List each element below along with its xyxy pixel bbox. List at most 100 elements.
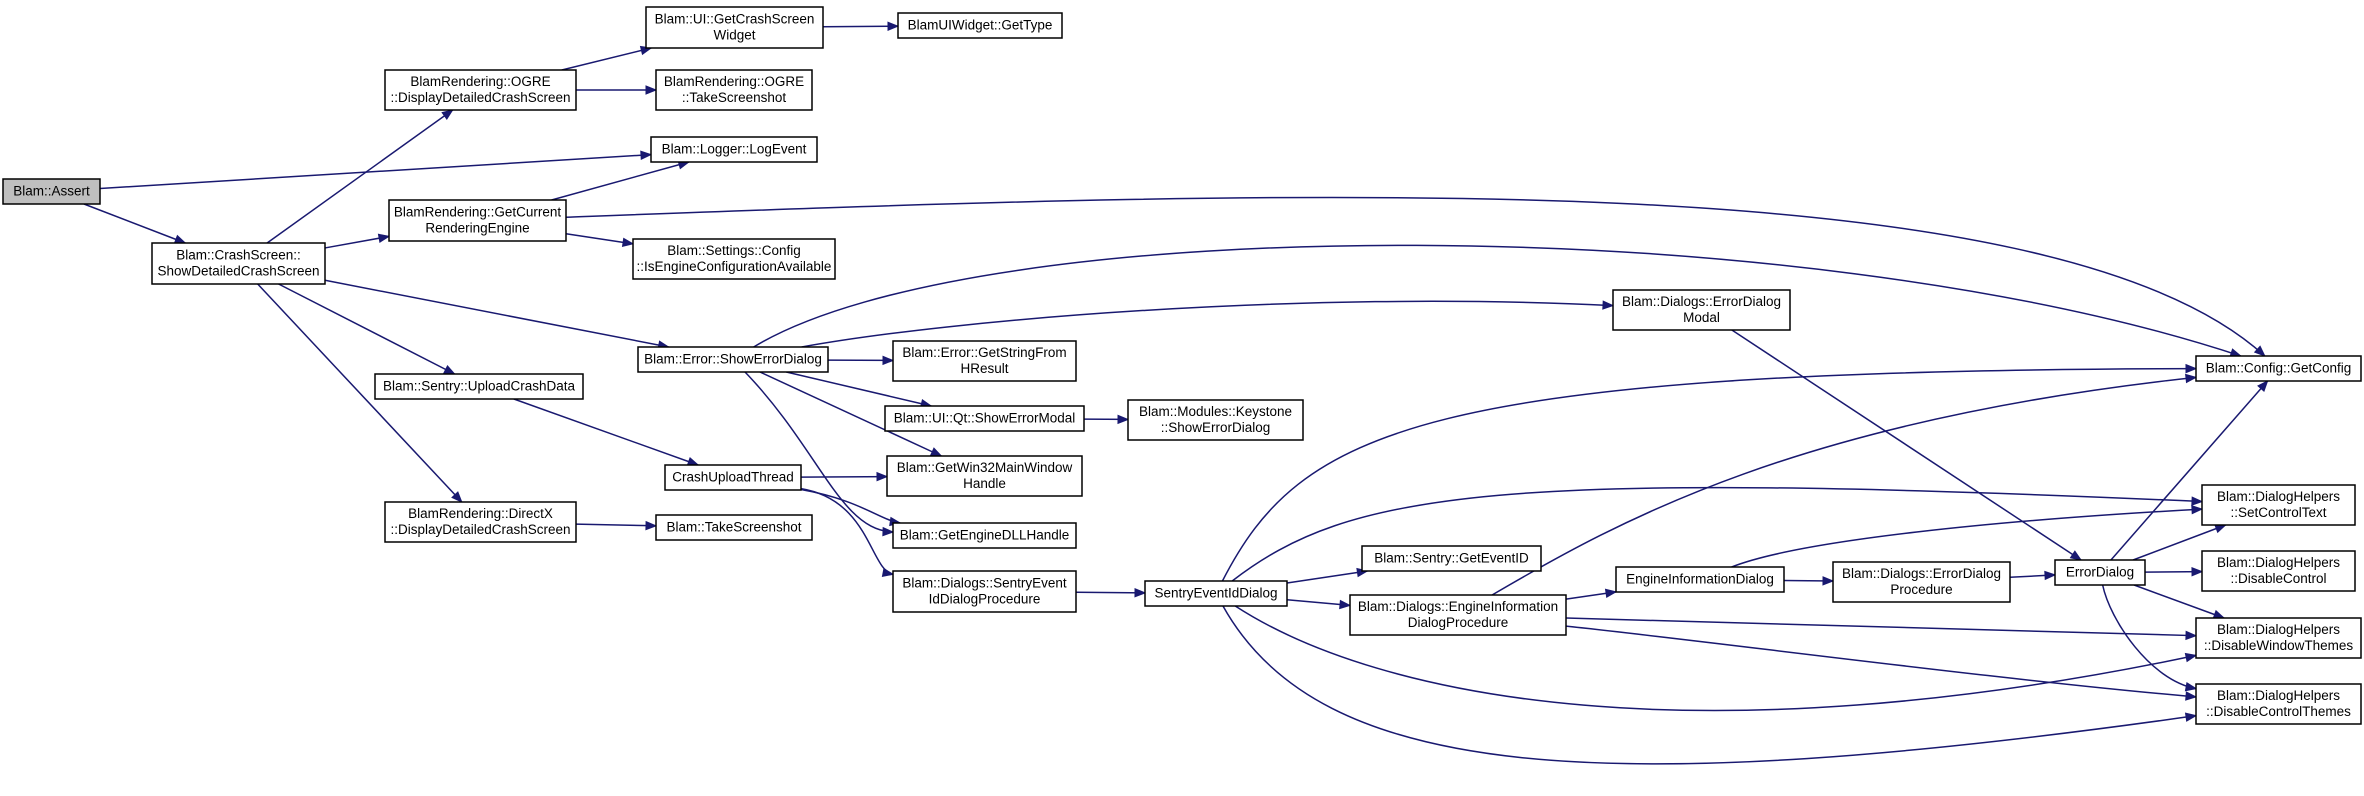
node-box[interactable] [2195,683,2362,725]
node-box[interactable] [2201,484,2356,526]
node-box[interactable] [1144,580,1288,607]
node-box[interactable] [374,373,584,400]
node-sentry_upload[interactable]: Blam::Sentry::UploadCrashData [374,373,584,400]
node-box[interactable] [884,405,1085,432]
node-box[interactable] [2201,550,2356,592]
node-box[interactable] [892,522,1077,549]
edge-sentryiddialog-to-disablewindowthemes [1234,605,2198,712]
node-box[interactable] [1127,399,1304,441]
edge-dx_display-to-takescreenshot [575,520,658,531]
node-box[interactable] [1832,561,2011,603]
node-widget_gettype[interactable]: BlamUIWidget::GetType [897,12,1063,39]
node-dllhandle[interactable]: Blam::GetEngineDLLHandle [892,522,1077,549]
edge-sentry_upload-to-crashupload [513,398,700,466]
node-label: Blam::DialogHelpers [2217,555,2340,570]
edge-arrowhead [881,567,895,578]
node-crashscreen[interactable]: Blam::CrashScreen::ShowDetailedCrashScre… [151,242,326,285]
node-box[interactable] [632,238,836,280]
node-box[interactable] [151,242,326,285]
node-box[interactable] [1361,545,1542,572]
node-box[interactable] [384,501,577,543]
node-label: Modal [1683,310,1720,325]
node-box[interactable] [892,570,1077,613]
node-qt_showerror[interactable]: Blam::UI::Qt::ShowErrorModal [884,405,1085,432]
edge-line [99,153,652,190]
node-box[interactable] [664,464,802,491]
edge-assert-to-logger [99,150,653,190]
node-sentryevent_proc[interactable]: Blam::Dialogs::SentryEventIdDialogProced… [892,570,1077,613]
edge-arrowhead [441,109,454,120]
node-box[interactable] [655,514,813,541]
node-box[interactable] [897,12,1063,39]
node-box[interactable] [388,199,567,242]
node-box[interactable] [650,136,818,163]
node-ogre_screenshot[interactable]: BlamRendering::OGRE::TakeScreenshot [655,69,813,111]
edge-crashscreen-to-showerrordialog [324,279,670,350]
edge-arrowhead [2185,630,2198,641]
node-label: CrashUploadThread [672,470,794,485]
node-setcontroltext[interactable]: Blam::DialogHelpers::SetControlText [2201,484,2356,526]
node-box[interactable] [384,69,577,111]
node-assert[interactable]: Blam::Assert [2,178,101,205]
edge-line [1231,486,2203,582]
node-label: BlamRendering::OGRE [664,74,804,89]
node-crashupload[interactable]: CrashUploadThread [664,464,802,491]
node-box[interactable] [637,346,829,373]
node-box[interactable] [886,455,1083,497]
edge-arrowhead [2191,496,2204,506]
edge-arrowhead [876,471,889,482]
node-errordialog[interactable]: ErrorDialog [2054,559,2146,586]
node-box[interactable] [1349,594,1567,636]
node-disablecontrol[interactable]: Blam::DialogHelpers::DisableControl [2201,550,2356,592]
node-box[interactable] [645,6,824,49]
node-takescreenshot[interactable]: Blam::TakeScreenshot [655,514,813,541]
node-label: ShowDetailedCrashScreen [157,264,319,279]
edge-sentryiddialog-to-geteventid [1286,567,1369,584]
node-disablecontrolthemes[interactable]: Blam::DialogHelpers::DisableControlTheme… [2195,683,2362,725]
node-box[interactable] [2,178,101,205]
node-getconfig[interactable]: Blam::Config::GetConfig [2195,355,2362,382]
node-enginfo_proc[interactable]: Blam::Dialogs::EngineInformationDialogPr… [1349,594,1567,636]
edge-getrenderengine-to-settings_config [565,233,635,247]
node-box[interactable] [1612,289,1791,331]
edge-line [822,25,899,28]
edge-errordialog-to-disablecontrolthemes [2101,584,2198,692]
node-sentryiddialog[interactable]: SentryEventIdDialog [1144,580,1288,607]
node-box[interactable] [2195,617,2362,659]
edge-line [324,279,669,348]
edge-ui_getcrash-to-widget_gettype [822,21,900,31]
node-settings_config[interactable]: Blam::Settings::Config::IsEngineConfigur… [632,238,836,280]
node-box[interactable] [2054,559,2146,586]
node-label: Blam::Dialogs::ErrorDialog [1622,294,1781,309]
edge-arrowhead [1602,300,1615,310]
node-enginfodialog[interactable]: EngineInformationDialog [1615,566,1785,593]
node-label: ::DisableControl [2230,571,2326,586]
node-label: Handle [963,476,1006,491]
edge-line [2101,584,2197,690]
node-showerrordialog[interactable]: Blam::Error::ShowErrorDialog [637,346,829,373]
node-box[interactable] [2195,355,2362,382]
node-logger[interactable]: Blam::Logger::LogEvent [650,136,818,163]
node-label: Blam::Dialogs::ErrorDialog [1842,566,2001,581]
node-label: ::IsEngineConfigurationAvailable [637,259,832,274]
node-box[interactable] [892,340,1077,382]
node-disablewindowthemes[interactable]: Blam::DialogHelpers::DisableWindowThemes [2195,617,2362,659]
edge-line [2132,524,2226,561]
edge-errordialog-to-disablecontrol [2144,566,2204,577]
node-dx_display[interactable]: BlamRendering::DirectX::DisplayDetailedC… [384,501,577,543]
node-keystone[interactable]: Blam::Modules::Keystone::ShowErrorDialog [1127,399,1304,441]
edge-getrenderengine-to-getconfig [565,196,2266,357]
edge-arrowhead [882,355,895,366]
node-ogre_display[interactable]: BlamRendering::OGRE::DisplayDetailedCras… [384,69,577,111]
node-box[interactable] [1615,566,1785,593]
node-geteventid[interactable]: Blam::Sentry::GetEventID [1361,545,1542,572]
node-box[interactable] [655,69,813,111]
edge-arrowhead [173,234,187,244]
